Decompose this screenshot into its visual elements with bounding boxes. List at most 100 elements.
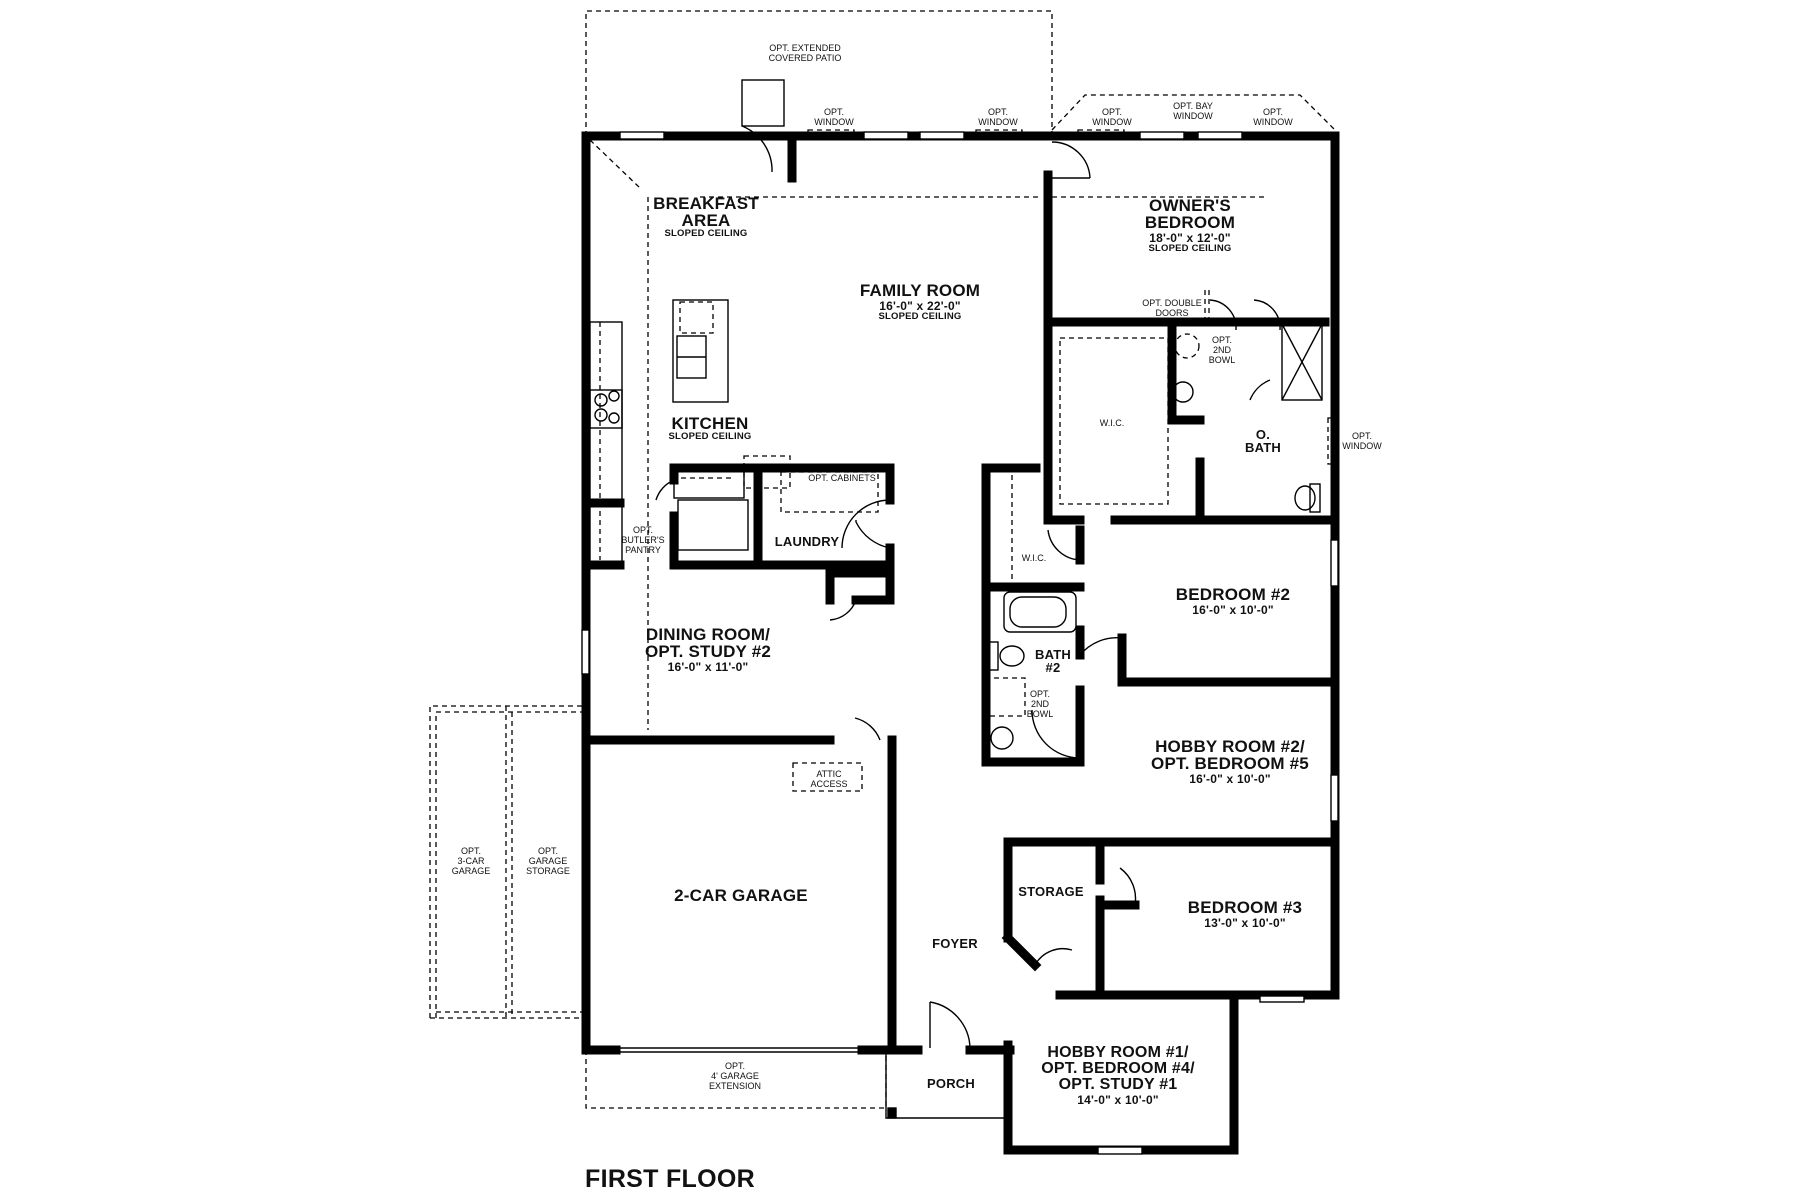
note-line: WINDOW xyxy=(1342,440,1382,451)
note-line: WINDOW xyxy=(1173,110,1213,121)
note-line: OPT. DOUBLE xyxy=(1142,298,1202,308)
ceiling-note: SLOPED CEILING xyxy=(878,311,962,322)
note-line: WINDOW xyxy=(814,116,854,127)
room-dimensions: 14'-0" x 10'-0" xyxy=(1077,1093,1159,1107)
note-line: OPT. xyxy=(823,107,844,117)
note-line: OPT. BAY xyxy=(1173,101,1213,111)
room-dimensions: 16'-0" x 11'-0" xyxy=(667,660,749,674)
note-line: 4' GARAGE xyxy=(711,1070,759,1081)
obath-window-note: OPT. WINDOW xyxy=(1342,431,1382,452)
room-name: FAMILY ROOM xyxy=(859,281,981,300)
double-doors-note: OPT. DOUBLE DOORS xyxy=(1142,298,1202,319)
room-name: AREA xyxy=(681,211,731,230)
note-line: BOWL xyxy=(1208,354,1236,365)
ceiling-note: SLOPED CEILING xyxy=(1148,243,1232,254)
opt-window-note: OPT. WINDOW xyxy=(814,107,854,128)
optional-outlines xyxy=(429,10,1336,1109)
room-name: O. xyxy=(1255,427,1271,442)
family-room-label: FAMILY ROOM 16'-0" x 22'-0" SLOPED CEILI… xyxy=(860,282,980,322)
note-line: PANTRY xyxy=(625,544,661,555)
room-name: HOBBY ROOM #2/ xyxy=(1155,737,1305,756)
opt-3-car-garage-note: OPT. 3-CAR GARAGE xyxy=(451,846,491,877)
room-name: BATH xyxy=(1035,647,1071,662)
note-line: OPT. xyxy=(1101,107,1122,117)
room-name: OPT. BEDROOM #4/ xyxy=(1041,1060,1195,1077)
patio-note: OPT. EXTENDED COVERED PATIO xyxy=(768,43,842,64)
ceiling-note: SLOPED CEILING xyxy=(664,228,748,239)
note-line: STORAGE xyxy=(526,865,570,876)
opt-window-note: OPT. WINDOW xyxy=(1253,107,1293,128)
room-dimensions: 16'-0" x 22'-0" xyxy=(879,299,961,313)
note-line: ACCESS xyxy=(810,778,848,789)
garage-extension-note: OPT. 4' GARAGE EXTENSION xyxy=(709,1061,761,1092)
note-line: DOORS xyxy=(1155,307,1189,318)
owner-2nd-bowl-note: OPT. 2ND BOWL xyxy=(1208,335,1236,366)
note-line: OPT. xyxy=(632,525,654,535)
butlers-pantry-note: OPT. BUTLER'S PANTRY xyxy=(621,525,665,556)
note-line: 2ND xyxy=(1212,344,1232,355)
note-line: OPT. xyxy=(987,107,1008,117)
bath2-label: BATH #2 xyxy=(1035,648,1071,674)
note-line: COVERED PATIO xyxy=(768,52,842,63)
room-name: BEDROOM xyxy=(1144,213,1236,232)
note-line: GARAGE xyxy=(528,855,568,866)
opt-cabinets-note: OPT. CABINETS xyxy=(808,473,876,483)
opt-garage-storage-note: OPT. GARAGE STORAGE xyxy=(526,846,570,877)
note-line: OPT. xyxy=(460,846,482,856)
note-line: GARAGE xyxy=(451,865,491,876)
kitchen-label: KITCHEN SLOPED CEILING xyxy=(668,415,751,442)
note-line: 2ND xyxy=(1030,698,1050,709)
note-line: BOWL xyxy=(1026,708,1054,719)
note-line: OPT. EXTENDED xyxy=(769,43,841,53)
room-dimensions: 13'-0" x 10'-0" xyxy=(1204,916,1286,930)
note-line: WINDOW xyxy=(1092,116,1132,127)
room-name: #2 xyxy=(1045,660,1061,675)
fixtures xyxy=(581,79,1339,1155)
floor-title: FIRST FLOOR xyxy=(585,1165,755,1193)
room-name: BATH xyxy=(1245,440,1281,455)
hobby-room2-label: HOBBY ROOM #2/ OPT. BEDROOM #5 16'-0" x … xyxy=(1151,738,1309,785)
room-dimensions: 16'-0" x 10'-0" xyxy=(1192,603,1274,617)
room-dimensions: 16'-0" x 10'-0" xyxy=(1189,772,1271,786)
note-line: OPT. xyxy=(1351,431,1372,441)
note-line: BUTLER'S xyxy=(621,534,665,545)
bay-window-note: OPT. BAY WINDOW xyxy=(1173,101,1213,122)
garage-label: 2-CAR GARAGE xyxy=(674,886,808,905)
room-dimensions: 18'-0" x 12'-0" xyxy=(1149,231,1231,245)
wic2-label: W.I.C. xyxy=(1021,553,1047,563)
note-line: WINDOW xyxy=(1253,116,1293,127)
ceiling-note: SLOPED CEILING xyxy=(668,431,752,442)
owner-bath-label: O. BATH xyxy=(1245,428,1281,454)
breakfast-area-label: BREAKFAST AREA SLOPED CEILING xyxy=(653,195,759,239)
room-name: BEDROOM #2 xyxy=(1175,585,1291,604)
attic-access-note: ATTIC ACCESS xyxy=(810,769,848,790)
note-line: ATTIC xyxy=(816,769,842,779)
dining-room-label: DINING ROOM/ OPT. STUDY #2 16'-0" x 11'-… xyxy=(645,626,771,673)
foyer-label: FOYER xyxy=(932,936,978,951)
bedroom3-label: BEDROOM #3 13'-0" x 10'-0" xyxy=(1188,899,1302,929)
room-name: OWNER'S xyxy=(1149,196,1231,215)
note-line: OPT. xyxy=(537,846,559,856)
bedroom2-label: BEDROOM #2 16'-0" x 10'-0" xyxy=(1176,586,1290,616)
note-line: OPT. xyxy=(1262,107,1283,117)
opt-window-note: OPT. WINDOW xyxy=(1092,107,1132,128)
bath2-2nd-bowl-note: OPT. 2ND BOWL xyxy=(1026,689,1054,720)
note-line: 3-CAR xyxy=(457,855,485,866)
room-name: DINING ROOM/ xyxy=(645,625,771,644)
room-name: OPT. STUDY #1 xyxy=(1058,1076,1178,1093)
room-name: OPT. STUDY #2 xyxy=(644,642,772,661)
owner-wic-label: W.I.C. xyxy=(1099,418,1125,428)
owners-bedroom-label: OWNER'S BEDROOM 18'-0" x 12'-0" SLOPED C… xyxy=(1145,197,1235,254)
room-name: BEDROOM #3 xyxy=(1187,898,1303,917)
storage-label: STORAGE xyxy=(1018,884,1084,899)
room-name: KITCHEN xyxy=(671,414,749,433)
note-line: WINDOW xyxy=(978,116,1018,127)
room-name: OPT. BEDROOM #5 xyxy=(1151,754,1309,773)
hobby-room1-label: HOBBY ROOM #1/ OPT. BEDROOM #4/ OPT. STU… xyxy=(1041,1044,1195,1107)
room-name: HOBBY ROOM #1/ xyxy=(1047,1044,1189,1061)
laundry-label: LAUNDRY xyxy=(774,534,840,549)
porch-label: PORCH xyxy=(927,1076,975,1091)
note-line: OPT. xyxy=(724,1061,746,1071)
room-name: BREAKFAST xyxy=(653,194,759,213)
